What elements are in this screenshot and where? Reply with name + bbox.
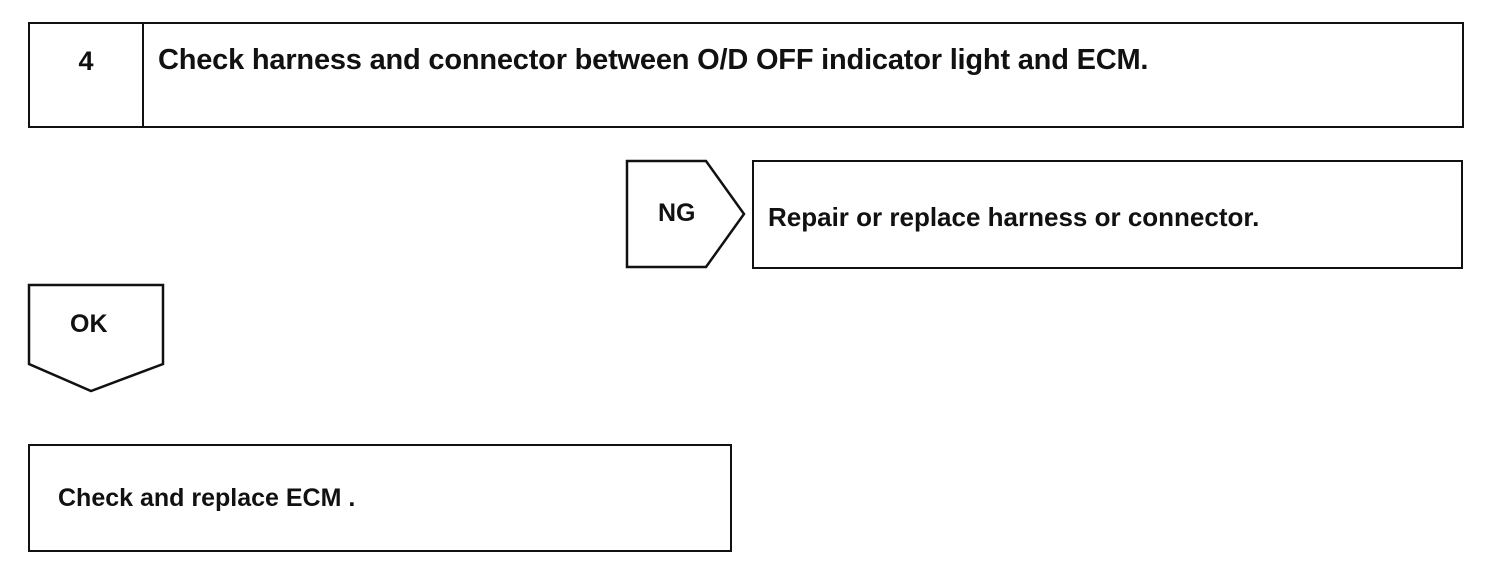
step-number-cell: 4 xyxy=(30,24,144,126)
ok-action-box: Check and replace ECM . xyxy=(28,444,732,552)
step-number: 4 xyxy=(78,46,94,76)
step-header-box: 4 Check harness and connector between O/… xyxy=(28,22,1464,128)
ok-tag-shape xyxy=(27,283,165,393)
ng-tag-label: NG xyxy=(658,199,696,227)
ok-action-text: Check and replace ECM . xyxy=(58,484,356,512)
ng-action-text: Repair or replace harness or connector. xyxy=(768,202,1260,232)
ng-action-box: Repair or replace harness or connector. xyxy=(752,160,1463,269)
step-title: Check harness and connector between O/D … xyxy=(158,44,1149,76)
ok-tag-label: OK xyxy=(70,310,108,338)
ng-tag-shape xyxy=(625,159,746,269)
